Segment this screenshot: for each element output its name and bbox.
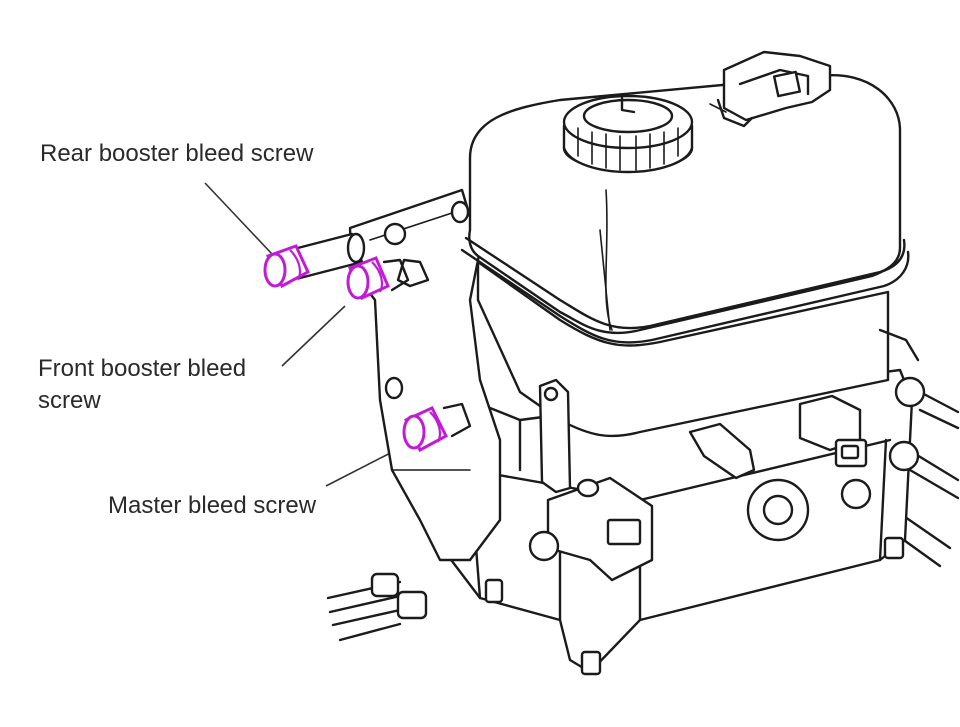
label-master-text: Master bleed screw bbox=[108, 492, 317, 519]
right-fittings bbox=[528, 328, 926, 562]
label-front-line-1: Front booster bleed bbox=[38, 355, 247, 382]
front-booster-bleed-screw bbox=[346, 256, 410, 301]
label-front-line-2: screw bbox=[38, 387, 101, 414]
left-pipes bbox=[326, 572, 428, 642]
label-master-bleed-screw: Master bleed screw bbox=[108, 490, 316, 522]
leader-rear-booster bbox=[204, 182, 273, 255]
mounting-tab bbox=[538, 378, 654, 582]
label-rear-booster-bleed-screw: Rear booster bleed screw bbox=[40, 138, 313, 170]
electrical-connector bbox=[709, 50, 832, 128]
reservoir-cap bbox=[562, 94, 694, 174]
leader-front-booster bbox=[281, 305, 346, 367]
label-rear-text: Rear booster bleed screw bbox=[40, 140, 314, 167]
rear-booster-bleed-screw bbox=[263, 244, 310, 289]
master-bleed-screw bbox=[402, 402, 472, 453]
label-front-booster-bleed-screw: Front booster bleed screw bbox=[38, 353, 246, 417]
